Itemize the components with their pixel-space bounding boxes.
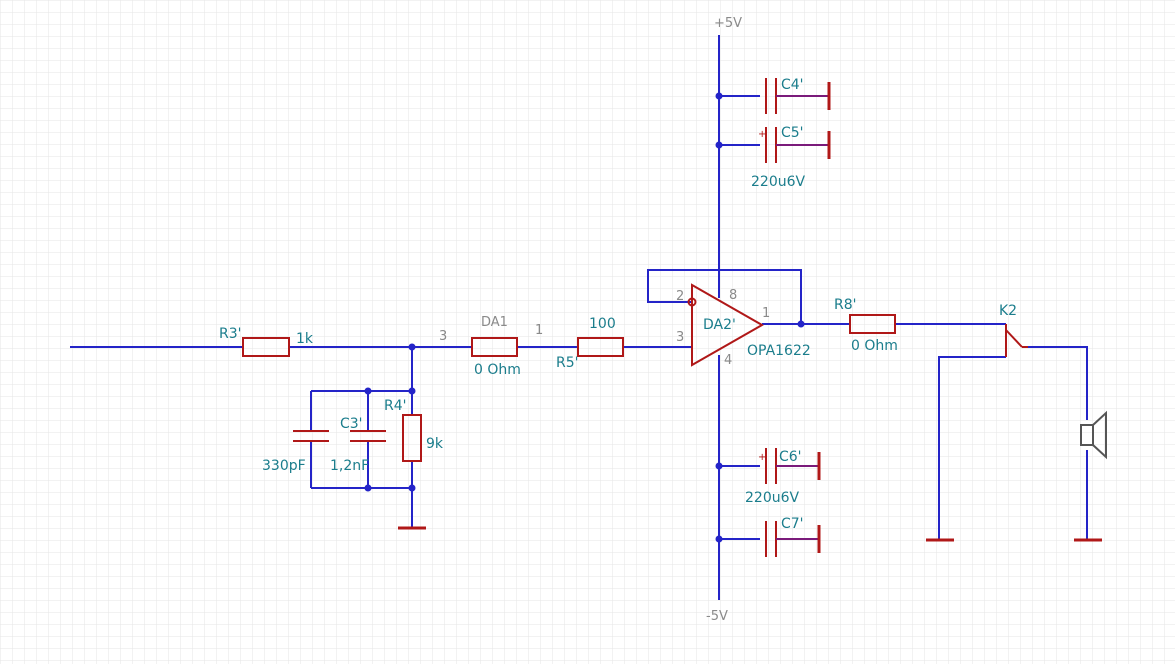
label-r5-ref: R5' — [556, 355, 578, 371]
label-r3-ref: R3' — [219, 326, 241, 342]
capacitor-c3a[interactable] — [293, 430, 329, 442]
junction-dots — [364, 92, 805, 543]
label-da2-pin-inv: 2 — [676, 289, 684, 304]
label-vplus: +5V — [714, 16, 742, 31]
label-c4-ref: C4' — [781, 77, 804, 93]
label-da2-pin-vminus: 4 — [724, 353, 732, 368]
resistor-r5[interactable] — [577, 337, 624, 357]
label-da2-value: OPA1622 — [747, 343, 811, 359]
label-r4-ref: R4' — [384, 398, 406, 414]
ground-bars-rail — [817, 82, 831, 553]
capacitor-c6[interactable] — [765, 448, 818, 484]
resistor-da1[interactable] — [471, 337, 518, 357]
capacitor-c3[interactable] — [350, 430, 386, 442]
label-c7-ref: C7' — [781, 516, 804, 532]
label-da1-pin-out: 1 — [535, 323, 543, 338]
resistor-r3[interactable] — [242, 337, 290, 357]
label-da2-pin-out: 1 — [762, 306, 770, 321]
label-c5-value: 220u6V — [751, 174, 806, 190]
label-da2-pin-vplus: 8 — [729, 288, 737, 303]
label-c6-value: 220u6V — [745, 490, 800, 506]
label-da2-ref: DA2' — [703, 317, 736, 333]
label-r8-value: 0 Ohm — [851, 338, 898, 354]
label-c3-ref: C3' — [340, 416, 363, 432]
label-c5-polarity: + — [758, 129, 766, 140]
label-da1-pin-in: 3 — [439, 329, 447, 344]
label-c6-ref: C6' — [779, 449, 802, 465]
capacitor-c7[interactable] — [765, 521, 818, 557]
label-k2-ref: K2 — [999, 303, 1017, 319]
capacitor-c4[interactable] — [765, 78, 828, 114]
opamp-da2[interactable] — [687, 283, 765, 367]
label-da1-ref: DA1 — [481, 315, 508, 330]
label-r4-value: 9k — [426, 436, 444, 452]
label-c3-value: 1,2nF — [330, 458, 369, 474]
label-da1-value: 0 Ohm — [474, 362, 521, 378]
wires — [70, 35, 1088, 600]
label-r5-value: 100 — [589, 316, 616, 332]
label-c5-ref: C5' — [781, 125, 804, 141]
resistor-r8[interactable] — [849, 314, 896, 334]
label-r8-ref: R8' — [834, 297, 856, 313]
label-c6-polarity: + — [758, 452, 766, 463]
label-r3-value: 1k — [296, 331, 314, 347]
switch-icon[interactable] — [1005, 324, 1028, 357]
label-vminus: -5V — [706, 609, 728, 624]
resistor-r4[interactable] — [402, 414, 422, 462]
label-da2-pin-noninv: 3 — [676, 330, 684, 345]
speaker-icon[interactable] — [1080, 410, 1107, 460]
label-c3a-value: 330pF — [262, 458, 306, 474]
capacitor-c5[interactable] — [765, 127, 828, 163]
